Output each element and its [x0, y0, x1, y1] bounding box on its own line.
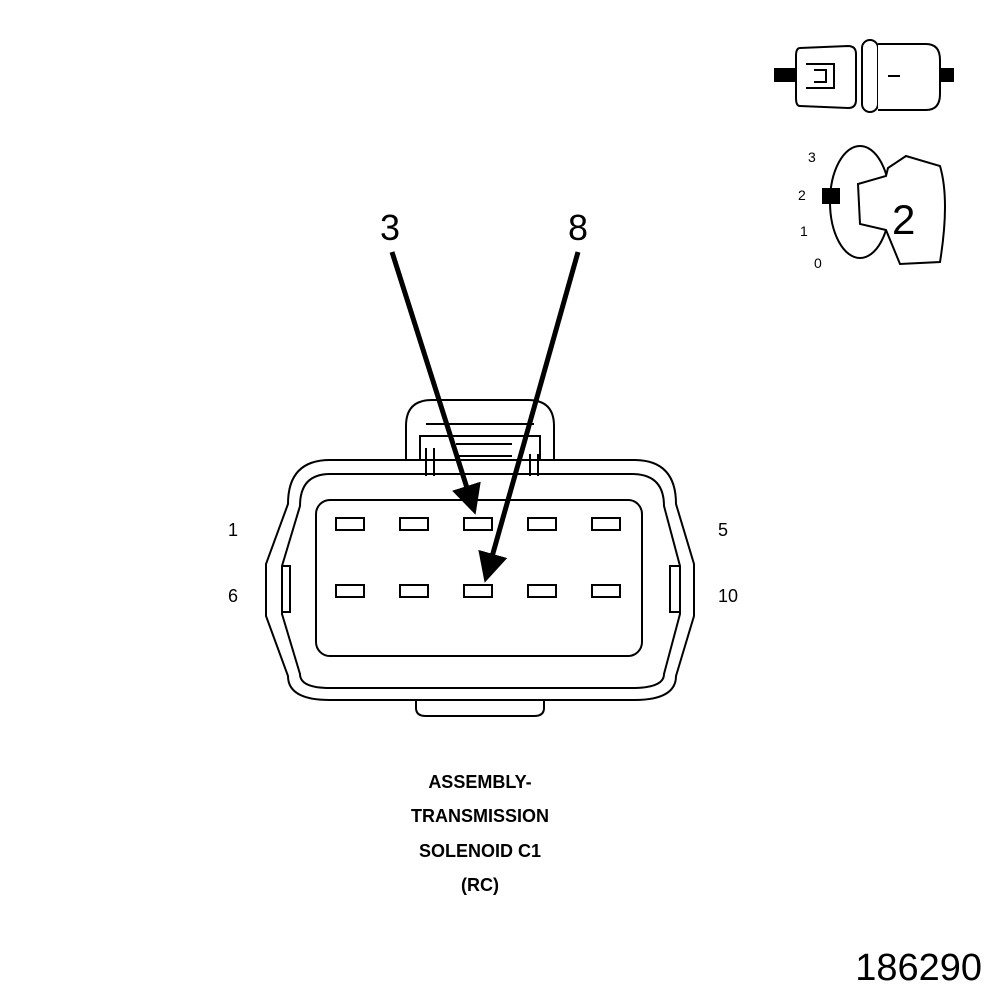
view-key-hand-icon: [856, 154, 946, 266]
view-key-number: 2: [892, 196, 915, 243]
connector-bottom-tab: [415, 700, 545, 717]
callout-pin-3: 3: [380, 207, 400, 248]
connector-latch: [405, 399, 555, 460]
pin-cavity-3: [463, 517, 493, 531]
caption-line-2: TRANSMISSION: [411, 806, 549, 826]
pin-label-5: 5: [718, 520, 728, 540]
figure-id: 186290: [855, 947, 982, 989]
pin-cavity-1: [335, 517, 365, 531]
pin-cavity-8: [463, 584, 493, 598]
pin-cavity-4: [527, 517, 557, 531]
connector-side-view-icon: [774, 39, 954, 113]
pin-label-6: 6: [228, 586, 238, 606]
connector-housing: [265, 459, 695, 701]
view-key-marker-icon: [822, 188, 840, 204]
connector-pins: [335, 517, 621, 598]
caption-line-4: (RC): [461, 875, 499, 895]
caption-line-1: ASSEMBLY-: [428, 772, 531, 792]
view-key-scale-1: 1: [800, 223, 808, 239]
pin-label-10: 10: [718, 586, 738, 606]
callout-arrow-3: [389, 251, 481, 515]
pin-cavity-5: [591, 517, 621, 531]
pin-cavity-2: [399, 517, 429, 531]
connector-face: [265, 399, 695, 717]
pin-cavity-7: [399, 584, 429, 598]
pin-cavity-6: [335, 584, 365, 598]
callout-pin-8: 8: [568, 207, 588, 248]
pin-cavity-10: [591, 584, 621, 598]
pin-label-1: 1: [228, 520, 238, 540]
caption-line-3: SOLENOID C1: [419, 841, 541, 861]
view-key-scale-0: 0: [814, 255, 822, 271]
view-key-icon: 3 2 1 0 2: [798, 145, 946, 271]
callout-arrow-8: [478, 251, 581, 583]
view-key-scale-3: 3: [808, 149, 816, 165]
pin-cavity-9: [527, 584, 557, 598]
connector-left-key: [282, 565, 291, 613]
view-key-scale-2: 2: [798, 187, 806, 203]
connector-right-key: [669, 565, 680, 613]
